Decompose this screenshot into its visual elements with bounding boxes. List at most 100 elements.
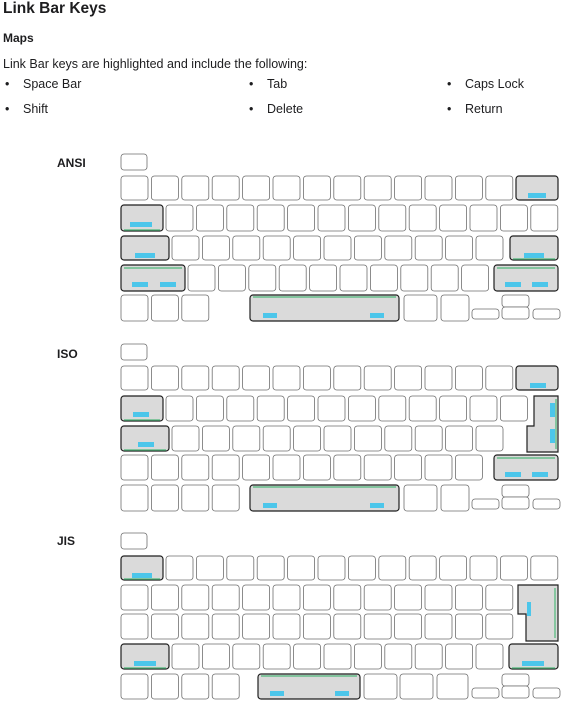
key — [454, 175, 483, 201]
key — [150, 454, 179, 481]
highlight-marker — [550, 429, 555, 443]
key — [363, 175, 392, 201]
key — [226, 204, 255, 232]
highlight-marker — [532, 472, 548, 477]
key — [499, 395, 528, 422]
list-item-label: Shift — [23, 102, 49, 116]
arrow-left-key — [471, 687, 500, 699]
arrow-up-key — [501, 294, 530, 308]
key — [242, 613, 271, 640]
key — [181, 365, 210, 391]
key — [445, 235, 474, 261]
key — [485, 175, 514, 201]
arrow-right-key — [532, 498, 561, 510]
key — [400, 264, 429, 292]
key — [181, 294, 210, 322]
highlight-marker — [532, 282, 548, 287]
key — [242, 454, 271, 481]
key — [499, 204, 528, 232]
key — [469, 395, 498, 422]
key — [195, 204, 224, 232]
key — [201, 425, 230, 452]
key — [181, 584, 210, 611]
arrow-left-key — [471, 498, 500, 510]
bullet-icon: • — [447, 77, 452, 91]
space-bar — [249, 294, 400, 322]
list-item-label: Tab — [267, 77, 288, 91]
delete-key — [515, 365, 559, 391]
key — [226, 395, 255, 422]
key — [150, 294, 179, 322]
key — [353, 425, 382, 452]
key — [454, 584, 483, 611]
highlight-marker — [132, 573, 152, 578]
key — [378, 555, 407, 581]
layout-label-iso: ISO — [57, 347, 78, 361]
list-item: • Tab — [249, 77, 287, 91]
power-key — [120, 343, 148, 361]
key — [293, 425, 322, 452]
highlight-marker — [135, 253, 155, 258]
key — [339, 264, 368, 292]
key — [150, 365, 179, 391]
key — [363, 584, 392, 611]
key — [475, 425, 504, 452]
list-item: •Space Bar — [5, 77, 81, 91]
key — [242, 175, 271, 201]
highlight-marker — [130, 222, 152, 227]
highlight-marker — [527, 602, 531, 616]
key — [272, 584, 301, 611]
key — [378, 204, 407, 232]
key — [150, 175, 179, 201]
bullet-icon: • — [249, 102, 254, 116]
key — [445, 643, 474, 670]
key — [120, 673, 149, 700]
key — [120, 294, 149, 322]
key — [475, 643, 504, 670]
key — [408, 555, 437, 581]
key — [414, 425, 443, 452]
key — [394, 454, 423, 481]
return-key — [517, 584, 559, 642]
key — [323, 643, 352, 670]
key — [394, 175, 423, 201]
key — [211, 175, 240, 201]
key — [195, 395, 224, 422]
bullet-icon: • — [249, 77, 254, 91]
key — [256, 555, 285, 581]
caps-lock-key — [120, 425, 170, 452]
key — [403, 484, 438, 512]
list-item: •Delete — [249, 102, 303, 116]
power-key — [120, 153, 148, 171]
highlight-marker — [263, 503, 277, 508]
key — [363, 454, 392, 481]
key — [333, 365, 362, 391]
arrow-right-key — [532, 687, 561, 699]
key — [363, 365, 392, 391]
key — [181, 673, 210, 700]
return-key — [509, 235, 559, 261]
space-bar — [249, 484, 400, 512]
layout-label-ansi: ANSI — [57, 156, 86, 170]
key — [226, 555, 255, 581]
highlight-marker — [138, 442, 154, 447]
key — [530, 204, 559, 232]
key — [256, 395, 285, 422]
key — [211, 365, 240, 391]
key — [293, 643, 322, 670]
delete-key — [515, 175, 559, 201]
key — [150, 584, 179, 611]
key — [347, 395, 376, 422]
highlight-marker — [505, 282, 521, 287]
key — [302, 454, 331, 481]
key — [120, 613, 149, 640]
bullet-icon: • — [5, 102, 10, 116]
key — [181, 175, 210, 201]
key — [424, 584, 453, 611]
list-item: •Caps Lock — [447, 77, 524, 91]
key — [475, 235, 504, 261]
arrow-right-key — [532, 308, 561, 320]
key — [165, 555, 194, 581]
key — [262, 643, 291, 670]
tab-key — [120, 395, 164, 422]
